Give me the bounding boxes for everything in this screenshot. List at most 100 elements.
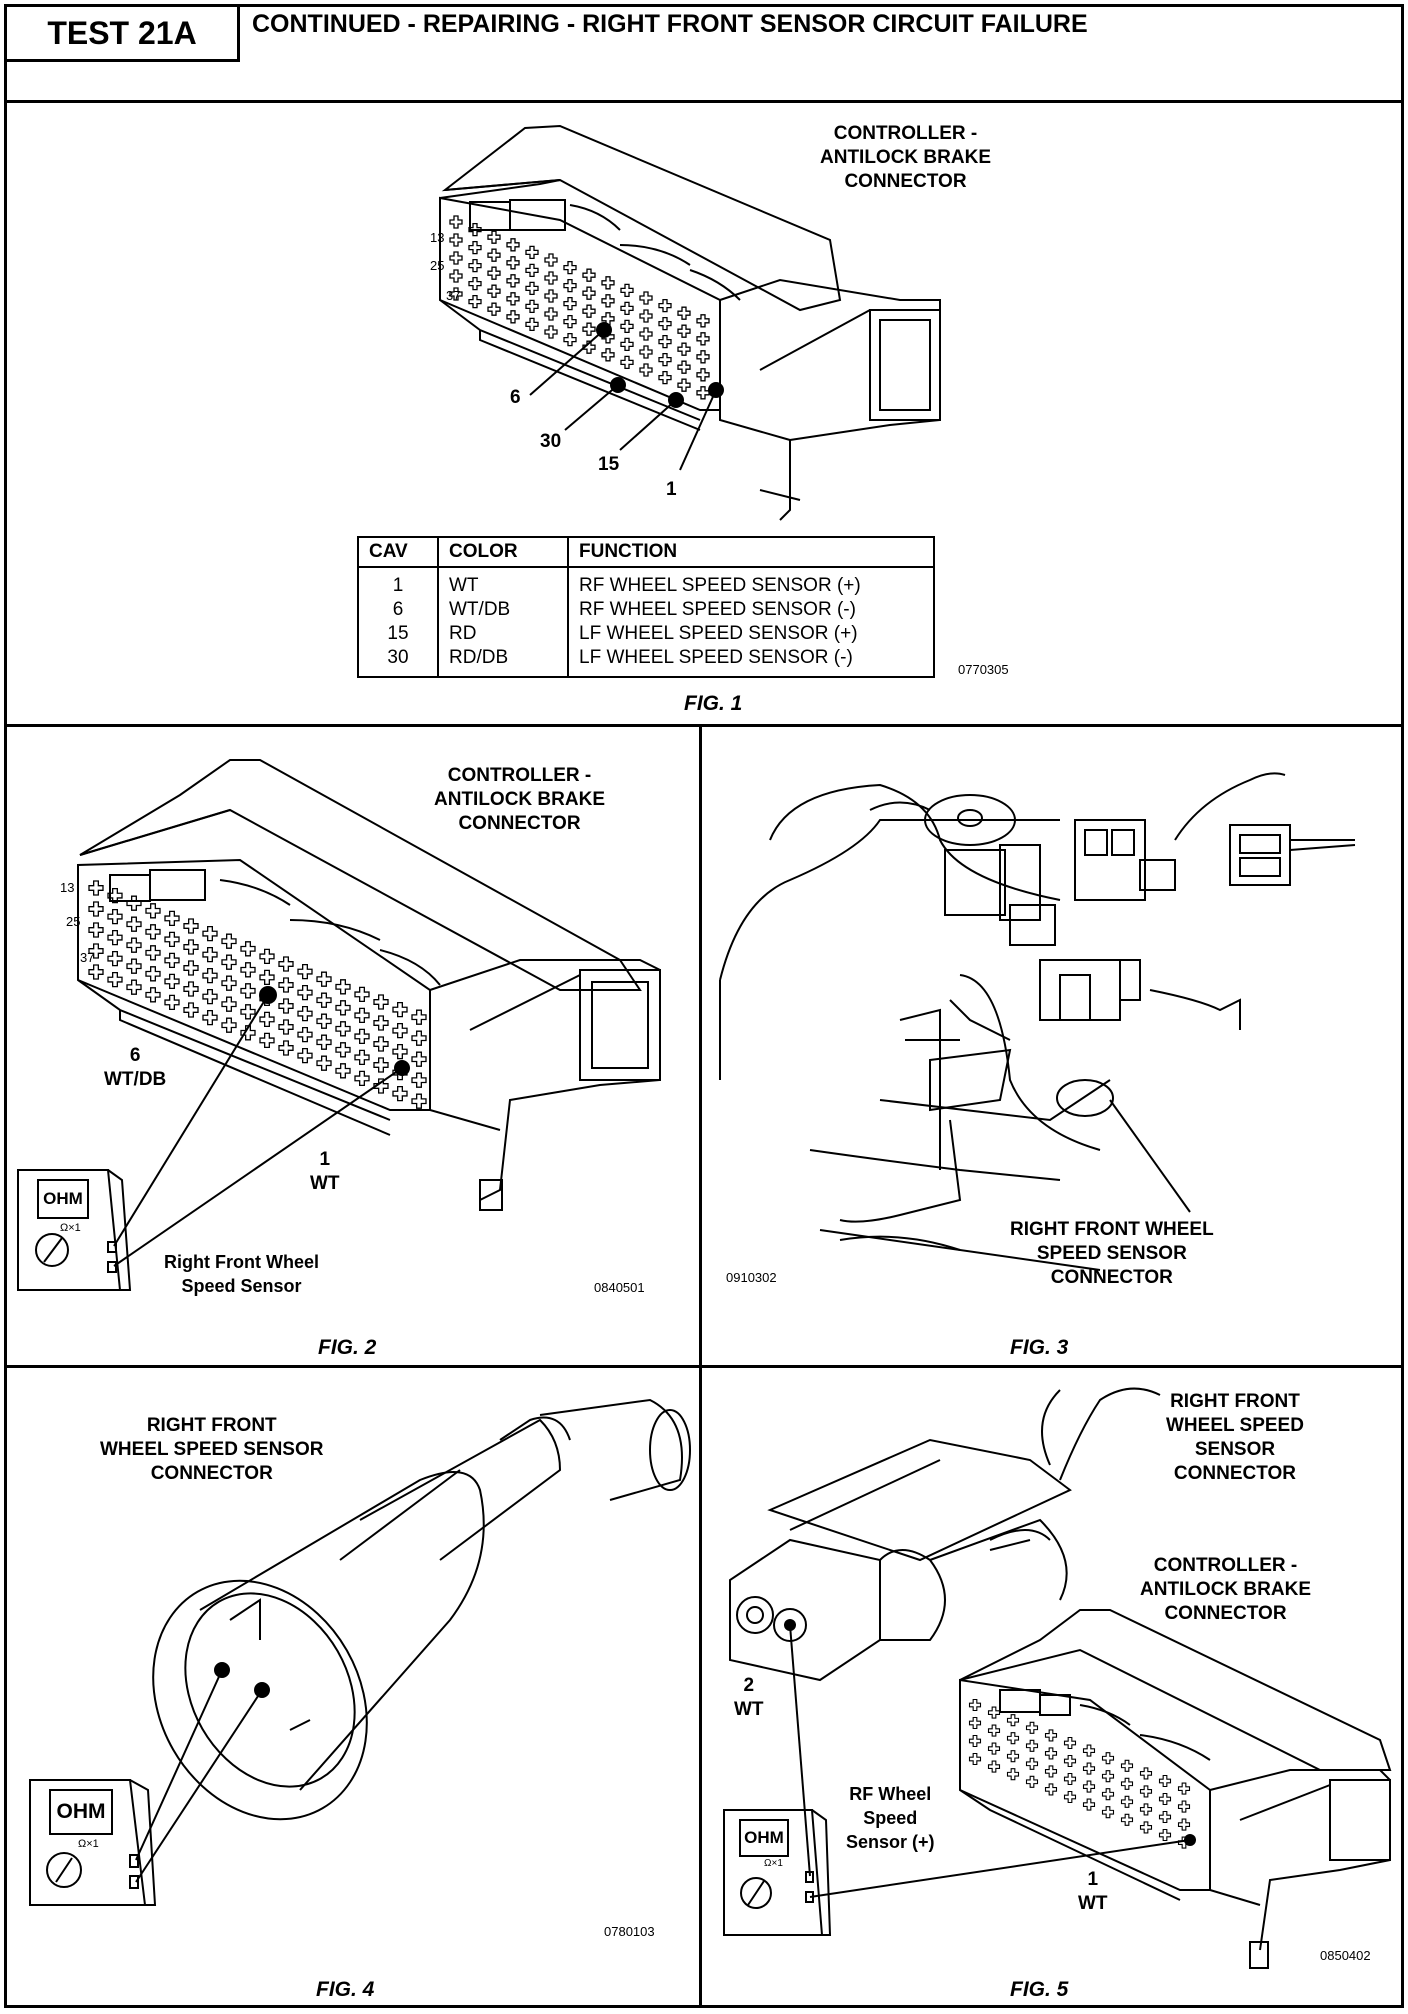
fig1-code: 0770305 [958,662,1009,677]
cavity-mark [1158,1792,1172,1806]
fig1-side-37: 37 [446,288,461,303]
fig5-controller-label: CONTROLLER - ANTILOCK BRAKE CONNECTOR [1140,1555,1311,1624]
divider-row2 [4,1365,1404,1368]
cavity-mark [145,987,161,1003]
fig1-callout-1: 1 [666,479,677,500]
cavity-mark [677,306,691,320]
cavity-mark [221,975,237,991]
cavity-mark [449,215,463,229]
fig1-connector-drawing [439,124,941,521]
cavity-mark [373,1078,389,1094]
cavity-mark [1101,1788,1115,1801]
header-test-box [4,4,240,62]
cavity-mark [297,1047,313,1064]
cavity-mark [658,316,672,331]
fig4-code: 0780103 [604,1924,655,1939]
cavity-mark [354,1070,370,1087]
cavity-mark [968,1734,982,1748]
cavity-mark [392,1043,408,1060]
cavity-mark [1177,1782,1191,1795]
fig4-sensor-connector-drawing [29,1398,691,1906]
fig2-sensor-label: Right Front Wheel Speed Sensor [164,1252,319,1296]
cavity-mark [1025,1757,1039,1770]
cavity-mark [525,299,539,314]
table-row: 30 RD/DB LF WHEEL SPEED SENSOR (-) [358,646,934,677]
cavity-mark [1044,1765,1058,1778]
cavity-mark [639,327,653,341]
cavity-mark [1006,1714,1020,1727]
cavity-mark [1006,1732,1020,1745]
divider-header [4,100,1404,103]
cavity-mark [240,983,256,999]
cavity-mark [1025,1721,1039,1734]
cavity-mark [335,1042,351,1058]
table-row: 15 RD LF WHEEL SPEED SENSOR (+) [358,622,934,646]
cavity-mark [487,266,501,280]
divider-row1 [4,724,1404,727]
cavity-mark [1158,1774,1172,1788]
table-row: 1 WT RF WHEEL SPEED SENSOR (+) [358,567,934,598]
cavity-mark [525,317,539,332]
cavity-mark [221,933,237,949]
fig3-code: 0910302 [726,1270,777,1285]
page-title: CONTINUED - REPAIRING - RIGHT FRONT SENS… [252,10,1088,38]
cavity-mark [259,1011,275,1028]
cavity-mark [411,1051,427,1067]
cavity-mark [202,925,218,942]
fig5-pin1-label: 1 WT [1078,1869,1108,1914]
cavity-mark [354,1049,370,1066]
cavity-mark [240,962,256,978]
cavity-mark [620,337,634,352]
cavity-mark [658,298,672,313]
cavity-mark [506,310,520,324]
cavity-mark [487,302,501,316]
cavity-mark [1063,1754,1077,1768]
cavity-mark [487,248,501,262]
cavity-mark [221,1017,237,1033]
cav-header: CAV [358,537,438,568]
cavity-mark [696,332,710,346]
cavity-mark [1006,1768,1020,1781]
cavity-mark [88,943,104,959]
cavity-mark [968,1752,982,1766]
cavity-mark [316,1034,332,1050]
cavity-mark [582,304,596,318]
cavity-mark [1139,1767,1153,1780]
cavity-mark [1101,1770,1115,1783]
cav-cell: 15 [387,623,409,644]
cavity-mark [1158,1828,1172,1842]
cavity-mark [639,363,653,377]
fig4-meter-display: OHM [56,1800,106,1823]
cavity-mark [202,988,218,1005]
cavity-mark [107,929,123,946]
cavity-mark [164,931,180,948]
function-cell: RF WHEEL SPEED SENSOR (-) [567,598,934,622]
cavity-mark [620,301,634,316]
cavity-mark [164,994,180,1011]
fig2-side-13: 13 [60,880,75,895]
cavity-mark [696,386,710,400]
cav-cell: 6 [392,599,404,620]
cavity-mark [278,977,294,993]
cavity-mark [468,222,482,237]
fig4-connector-label: RIGHT FRONT WHEEL SPEED SENSOR CONNECTOR [100,1415,324,1484]
cavity-mark [1025,1739,1039,1752]
cavity-mark [1006,1750,1020,1763]
cavity-mark [316,992,332,1008]
cavity-mark [354,986,370,1003]
fig5-caption: FIG. 5 [1010,1978,1069,2001]
cavity-mark [1082,1744,1096,1757]
cavity-mark [563,278,577,293]
fig2-side-25: 25 [66,914,81,929]
table-row: 6 WT/DB RF WHEEL SPEED SENSOR (-) [358,598,934,622]
cavity-mark [620,283,634,298]
cavity-mark [563,296,577,311]
cavity-mark [1139,1803,1153,1816]
cavity-table: CAV COLOR FUNCTION 1 WT RF WHEEL SPEED S… [357,536,935,678]
cavity-mark [335,979,351,995]
cavity-mark [1063,1736,1077,1750]
cavity-mark [278,1040,294,1056]
fig3-engine-bay-drawing [719,772,1356,1271]
fig1-callout-30: 30 [540,431,562,452]
